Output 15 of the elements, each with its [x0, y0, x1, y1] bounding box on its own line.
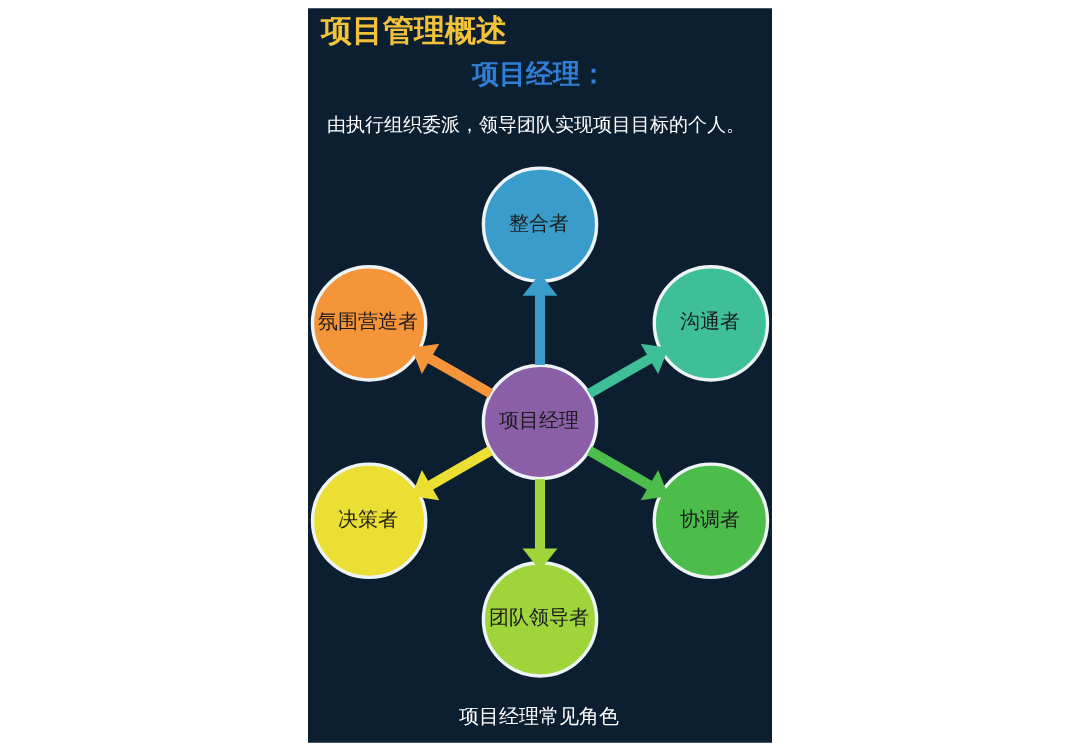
label: 由执行组织委派，领导团队实现项目目标的个人。 [326, 112, 745, 135]
node-circle: 沟通者 [652, 265, 770, 382]
arrow [586, 343, 669, 398]
node-circle: 决策者 [310, 462, 428, 579]
node-circle: 团队领导者 [481, 561, 599, 678]
node-circle: 氛围营造者 [310, 265, 428, 382]
node-circle: 整合者 [481, 166, 599, 283]
caption: 项目经理常见角色 [458, 703, 619, 728]
arrow [411, 446, 494, 501]
arrow [586, 446, 669, 501]
node-circle: 协调者 [652, 462, 770, 579]
node-circle: 项目经理 [481, 363, 599, 481]
label: 项目经理： [472, 57, 608, 89]
arrow [411, 343, 494, 398]
diagram-title: 项目管理概述 [321, 12, 508, 49]
